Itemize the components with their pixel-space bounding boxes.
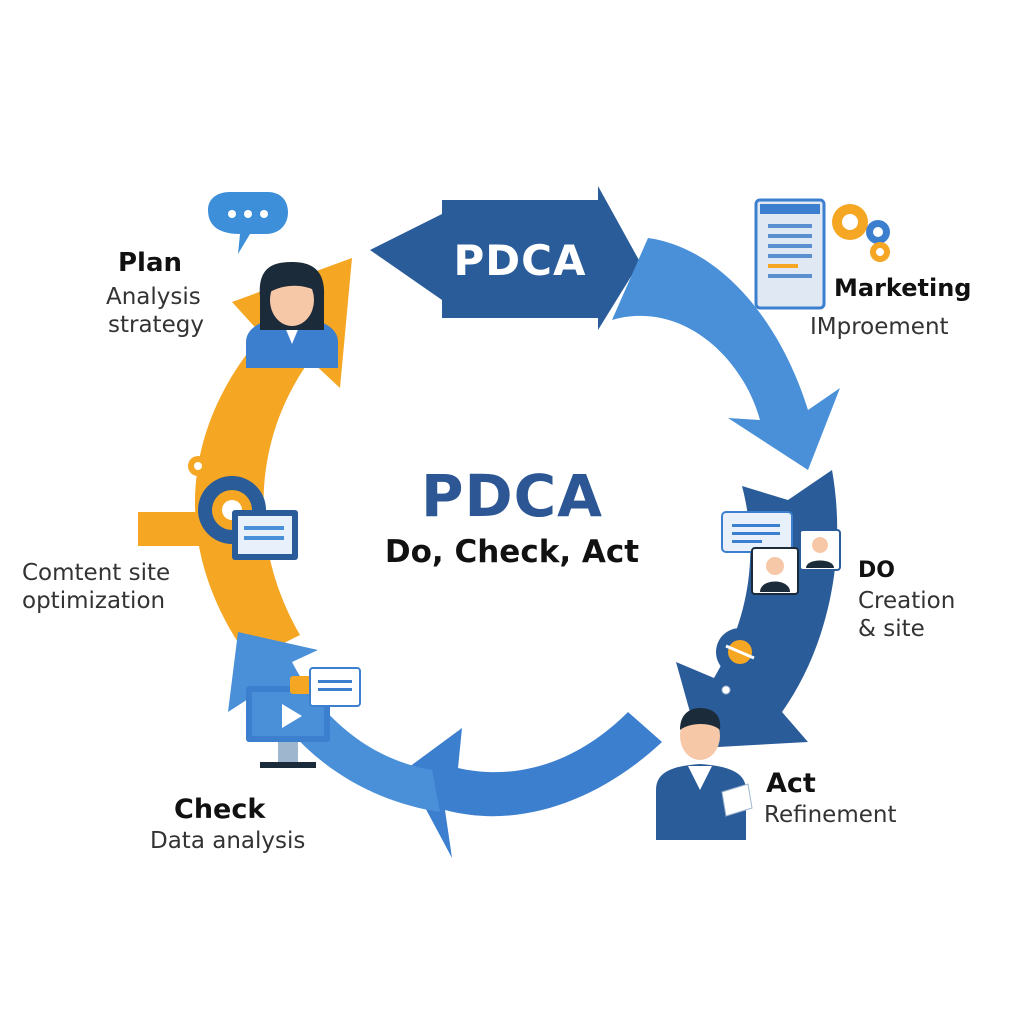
marketing-title: Marketing [834,274,972,302]
top-banner-arrow [370,186,640,330]
plan-title: Plan [118,248,183,278]
monitor-with-chat-icon [246,667,361,768]
banner-label: PDCA [453,236,587,285]
plan-line1: Analysis [106,284,201,310]
act-line1: Refinement [764,802,897,828]
document-with-gears-icon [754,198,890,310]
act-title: Act [766,768,816,799]
blue-arrow-bottom [405,712,662,858]
blue-arrow-top-right [612,238,840,470]
content-line2: optimization [22,588,166,614]
center-subtitle: Do, Check, Act [384,534,640,570]
check-title: Check [174,794,266,825]
person-with-document-icon [656,628,764,840]
marketing-line1: IMproement [810,314,949,340]
person-with-chat-bubble-icon [208,192,338,368]
team-chat-icon [721,511,841,595]
do-line1: Creation [858,588,956,614]
do-line2: & site [858,616,925,642]
content-line1: Comtent site [22,560,171,586]
gear-with-monitor-icon [188,456,298,560]
center-title: PDCA [420,462,604,530]
plan-line2: strategy [108,312,204,338]
blue-arrow-right [676,470,838,748]
blue-arrow-bottom-left [228,632,440,812]
check-line1: Data analysis [150,828,306,854]
do-title: DO [858,558,895,583]
